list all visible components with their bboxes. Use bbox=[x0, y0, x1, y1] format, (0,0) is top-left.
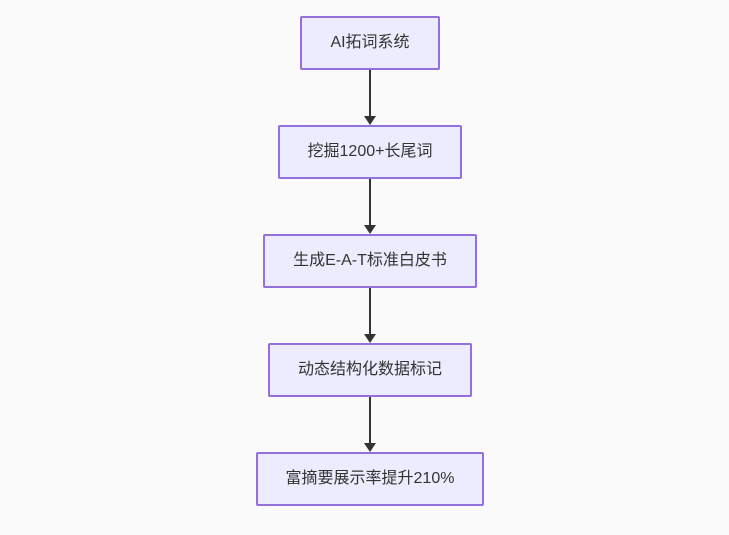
node-label: 挖掘1200+长尾词 bbox=[307, 143, 433, 160]
arrow-down-icon bbox=[364, 116, 376, 125]
arrow-line bbox=[369, 179, 371, 225]
flow-arrow-2 bbox=[364, 179, 376, 234]
node-label: 富摘要展示率提升210% bbox=[285, 470, 455, 487]
flowchart-node-eat-whitepaper: 生成E-A-T标准白皮书 bbox=[263, 234, 477, 288]
arrow-line bbox=[369, 288, 371, 334]
flow-arrow-3 bbox=[364, 288, 376, 343]
flow-arrow-1 bbox=[364, 70, 376, 125]
arrow-line bbox=[369, 70, 371, 116]
node-label: AI拓词系统 bbox=[330, 34, 410, 51]
flow-arrow-4 bbox=[364, 397, 376, 452]
flowchart-node-longtail-keywords: 挖掘1200+长尾词 bbox=[277, 125, 463, 179]
arrow-down-icon bbox=[364, 443, 376, 452]
flowchart-node-rich-snippet-rate: 富摘要展示率提升210% bbox=[255, 452, 485, 506]
node-label: 生成E-A-T标准白皮书 bbox=[293, 252, 447, 269]
node-label: 动态结构化数据标记 bbox=[297, 361, 442, 378]
arrow-down-icon bbox=[364, 334, 376, 343]
arrow-line bbox=[369, 397, 371, 443]
flowchart-node-structured-data-markup: 动态结构化数据标记 bbox=[267, 343, 472, 397]
flowchart-node-ai-word-system: AI拓词系统 bbox=[300, 16, 440, 70]
arrow-down-icon bbox=[364, 225, 376, 234]
